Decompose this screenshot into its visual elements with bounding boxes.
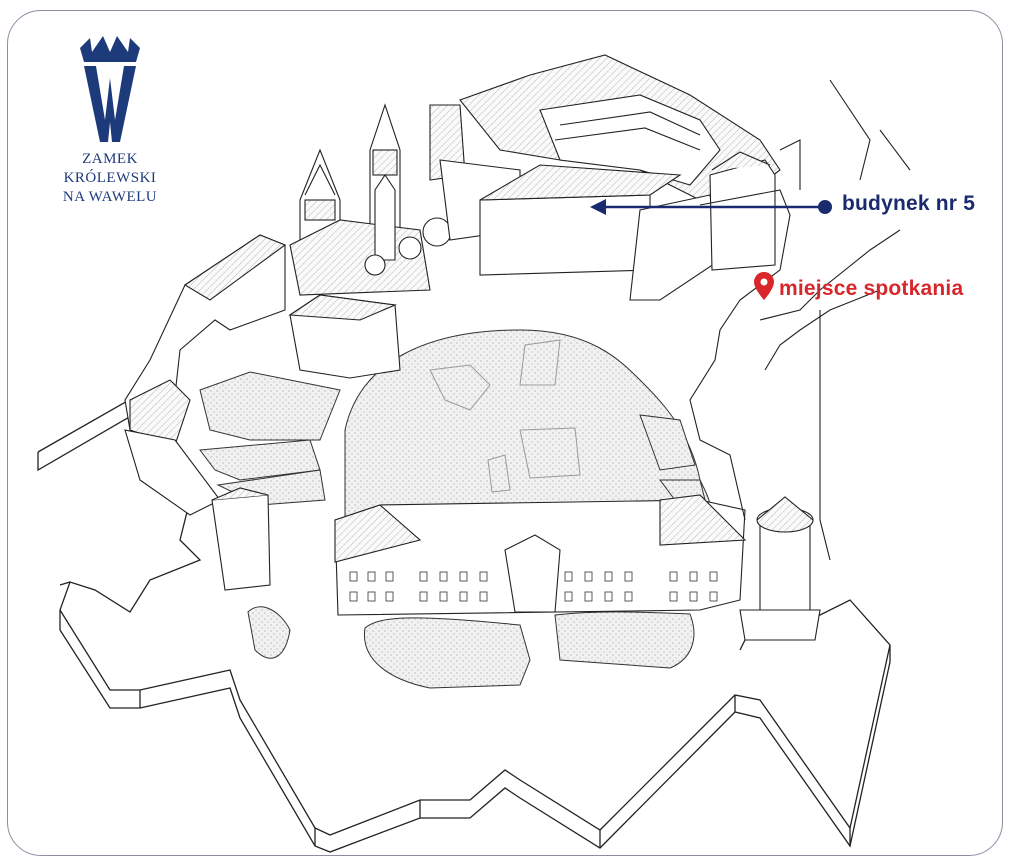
castle-logo: ZAMEK KRÓLEWSKI NA WAWELU <box>40 32 180 207</box>
crowned-w-emblem <box>80 36 140 142</box>
map-pin-icon <box>754 272 774 300</box>
small-building <box>288 294 401 379</box>
north-east-wing <box>459 54 781 301</box>
fortification-walls <box>37 386 891 853</box>
logo-line-1: ZAMEK <box>82 151 138 167</box>
meeting-point-label: miejsce spotkania <box>779 277 964 300</box>
round-tower <box>739 496 821 641</box>
building-label: budynek nr 5 <box>842 192 976 215</box>
west-wing <box>124 234 287 591</box>
arrow-dot-icon <box>590 199 832 215</box>
logo-line-3: NA WAWELU <box>62 189 158 205</box>
courtyard-area <box>199 329 713 689</box>
south-building <box>334 494 747 616</box>
logo-line-2: KRÓLEWSKI <box>63 170 157 186</box>
